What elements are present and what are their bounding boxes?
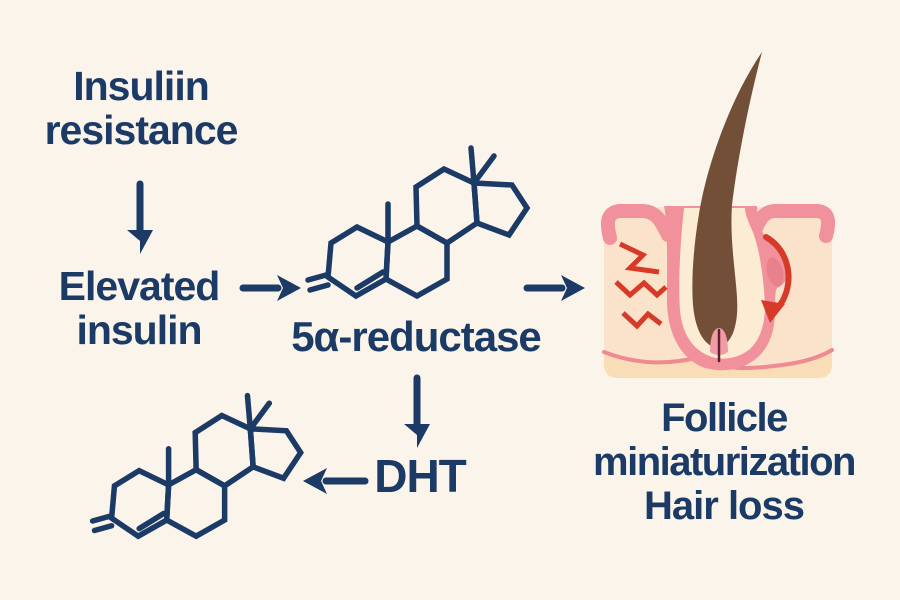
dht-structure-icon — [93, 396, 301, 537]
zigzag-icon — [614, 279, 668, 299]
insulin-resistance-label: Insuliin resistance — [0, 64, 291, 153]
arrow-down-icon — [127, 180, 153, 254]
testosterone-structure-icon — [308, 148, 527, 296]
hair-strand — [692, 52, 762, 348]
irritation-zigzag-icons — [614, 241, 668, 330]
insulin-resistance-line2: resistance — [44, 107, 239, 154]
elevated-insulin-line2: insulin — [76, 307, 202, 354]
hair-loss-label: Hair loss — [644, 484, 805, 528]
arrow-right-icon — [523, 275, 585, 301]
zigzag-icon — [618, 241, 660, 275]
epidermis-band-left — [600, 204, 675, 245]
arrow-left-icon — [303, 468, 369, 494]
arrow-down-icon — [404, 374, 430, 448]
insulin-resistance-line1: Insuliin — [73, 63, 210, 109]
zigzag-icon — [621, 310, 663, 330]
outcome-line2: miniaturization — [593, 440, 856, 484]
follicle-bump-shade — [766, 257, 784, 287]
miniaturization-arrow-icon — [761, 234, 792, 323]
elevated-insulin-label: Elevated insulin — [0, 264, 289, 353]
follicle-miniaturization-label: Follicle miniaturization — [564, 396, 884, 484]
hair-follicle-illustration — [600, 52, 836, 378]
dht-label: DHT — [374, 450, 467, 502]
outcome-line1: Follicle — [661, 396, 788, 440]
epidermis-band-right — [749, 204, 836, 243]
enzyme-label: 5α-reductase — [291, 313, 542, 360]
arrow-right-icon — [239, 275, 301, 301]
elevated-insulin-line1: Elevated — [58, 263, 221, 309]
flow-arrows — [127, 180, 585, 494]
